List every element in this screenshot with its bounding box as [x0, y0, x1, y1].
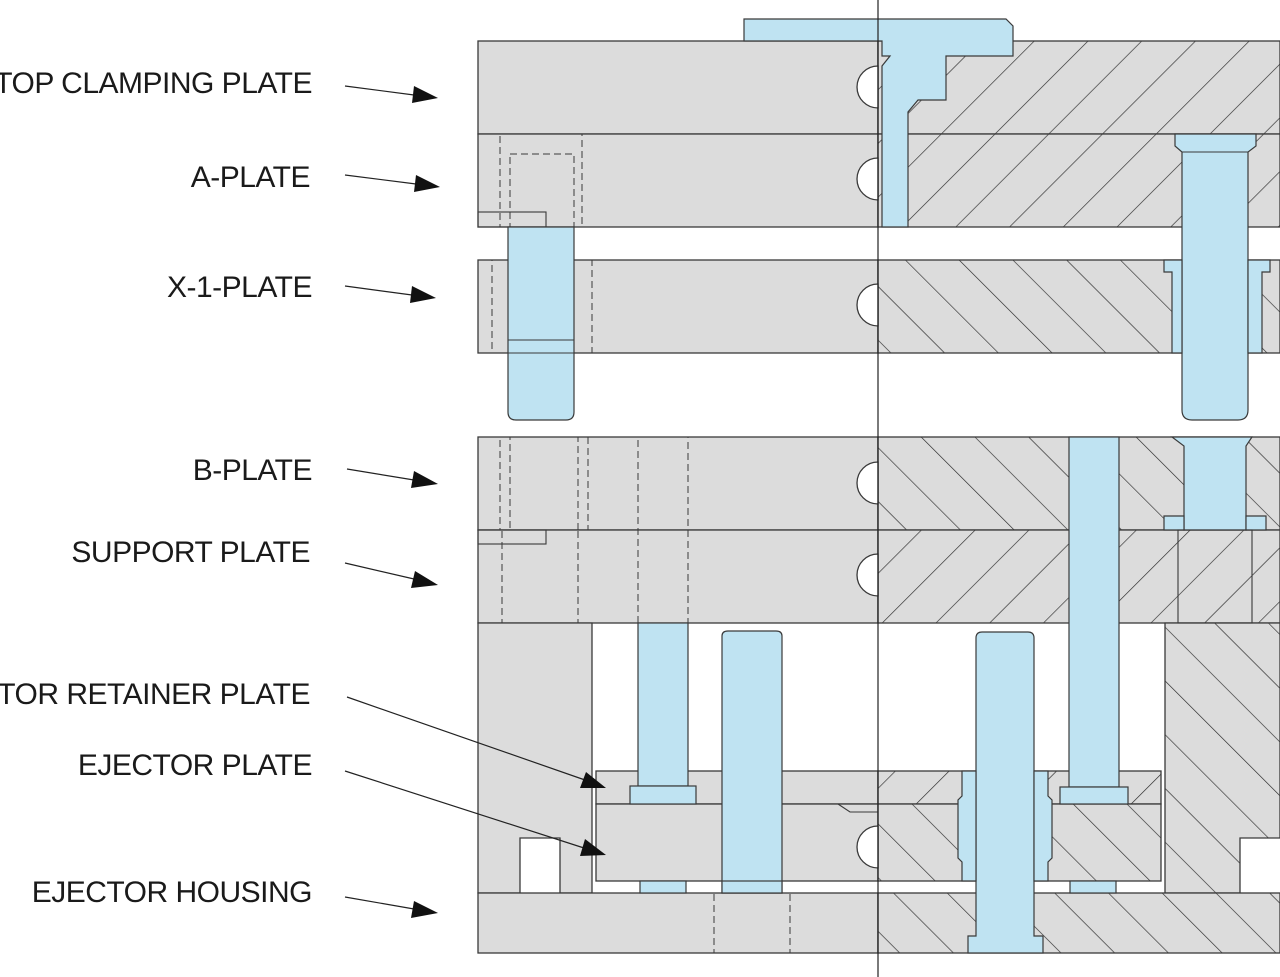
leader-arrow-x1-plate: [344, 285, 436, 303]
label-ejector-plate: EJECTOR PLATE: [78, 749, 312, 782]
label-x1-plate: X-1-PLATE: [167, 271, 312, 304]
support-plate: [477, 529, 1280, 624]
label-ejector-retainer-plate: EJECTOR RETAINER PLATE: [0, 678, 310, 711]
x1-plate: [477, 259, 1280, 354]
leader-arrow-ejector-retainer-plate: [346, 696, 606, 788]
leader-arrow-ejector-plate: [344, 770, 606, 856]
return-pin-left: [629, 622, 697, 805]
leader-arrow-a-plate: [344, 174, 440, 192]
label-support-plate: SUPPORT PLATE: [71, 536, 310, 569]
leader-arrow-support-plate: [344, 562, 438, 588]
leader-arrow-ejector-housing: [344, 896, 438, 918]
ejector-housing-rails: [477, 622, 1280, 894]
guide-pin-right: [1174, 133, 1257, 421]
stop-pins: [639, 880, 1117, 894]
label-ejector-housing: EJECTOR HOUSING: [32, 876, 312, 909]
ejector-housing-plate: [477, 892, 1280, 954]
guide-pin-left: [507, 226, 575, 421]
ejector-guide-pin-left: [721, 630, 783, 894]
pry-slots: [856, 65, 879, 869]
ejector-guide-pin-right: [957, 631, 1053, 954]
top-clamping-plate: [477, 40, 1280, 135]
label-a-plate: A-PLATE: [191, 161, 310, 194]
leader-arrow-b-plate: [346, 468, 438, 488]
leader-arrow-top-clamping-plate: [344, 85, 438, 103]
a-plate: [477, 133, 1280, 228]
label-top-clamping-plate: TOP CLAMPING PLATE: [0, 67, 312, 100]
guide-bushing-x1: [1163, 259, 1271, 354]
sprue-bushing: [743, 18, 1014, 228]
return-pin-right: [1059, 436, 1129, 805]
guide-bushing-b-plate: [1163, 436, 1267, 624]
b-plate: [477, 436, 1280, 531]
label-b-plate: B-PLATE: [193, 454, 312, 487]
